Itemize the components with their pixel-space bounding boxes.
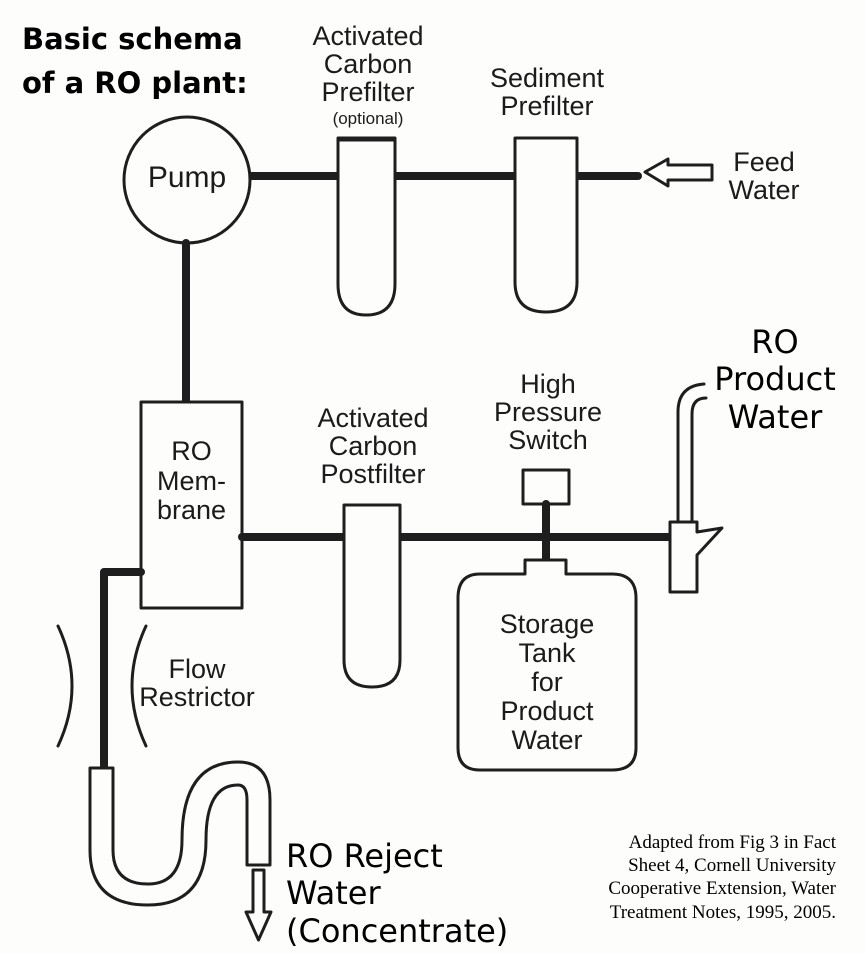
drain-tube: [88, 760, 272, 907]
feed-water-label: Feed Water: [728, 147, 800, 206]
activated-carbon-postfilter-label: Activated Carbon Postfilter: [317, 403, 429, 490]
ro-reject-water-label: RO Reject Water (Concentrate): [286, 837, 509, 950]
ro-membrane-label: RO Mem- brane: [156, 436, 227, 526]
high-pressure-switch-label: High Pressure Switch: [493, 369, 603, 456]
high-pressure-switch-box: [521, 468, 571, 506]
activated-carbon-prefilter-note: (optional): [332, 109, 404, 128]
flow-restrictor-left: [56, 624, 74, 748]
activated-carbon-postfilter-housing: [342, 503, 402, 689]
sediment-prefilter-label: Sediment Prefilter: [489, 63, 605, 122]
storage-tank: [456, 558, 638, 772]
feed-water-arrow: [643, 157, 714, 188]
pump-label: Pump: [147, 161, 227, 194]
ro-membrane-housing: [139, 400, 244, 610]
activated-carbon-prefilter-label: Activated Carbon Prefilter: [312, 21, 424, 108]
reject-drain-arrow: [244, 868, 273, 942]
ro-product-water-label: RO Product Water: [714, 323, 836, 436]
product-tube: [676, 382, 708, 524]
diagram-title: Basic schema of a RO plant:: [22, 22, 248, 100]
source-credit: Adapted from Fig 3 in Fact Sheet 4, Corn…: [608, 832, 836, 923]
sediment-prefilter-housing: [513, 136, 579, 314]
activated-carbon-prefilter-housing: [336, 136, 397, 317]
product-faucet: [668, 520, 724, 594]
flow-restrictor-label: Flow Restrictor: [139, 654, 255, 713]
storage-tank-label: Storage Tank for Product Water: [499, 609, 595, 755]
reject-pipe: [100, 568, 145, 772]
flow-restrictor-right: [130, 624, 148, 748]
